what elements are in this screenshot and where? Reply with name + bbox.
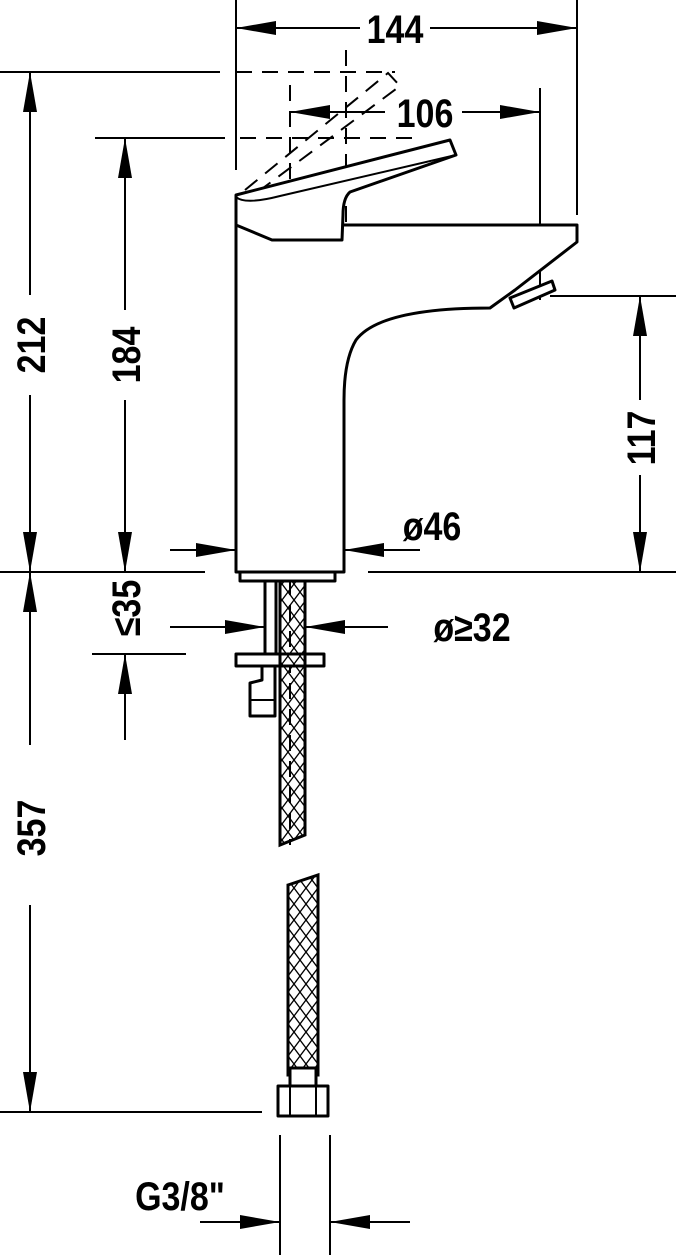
dim-spout-height: 117 (618, 411, 663, 466)
dim-spout-reach: 106 (397, 90, 454, 135)
dim-max-counter-thickness: ≤35 (103, 580, 148, 636)
dim-lever-height: 184 (103, 326, 148, 383)
dim-hose-length: 357 (8, 800, 53, 857)
dim-body-diameter: ø46 (403, 503, 462, 548)
lever-handle (234, 138, 458, 242)
supply-hose (276, 579, 330, 1118)
dim-connection-thread: G3/8" (135, 1173, 225, 1218)
dim-total-height: 212 (8, 317, 53, 374)
dim-hole-diameter: ø≥32 (433, 604, 510, 649)
dimension-lines (22, 20, 647, 1229)
dim-overall-width: 144 (367, 6, 424, 51)
